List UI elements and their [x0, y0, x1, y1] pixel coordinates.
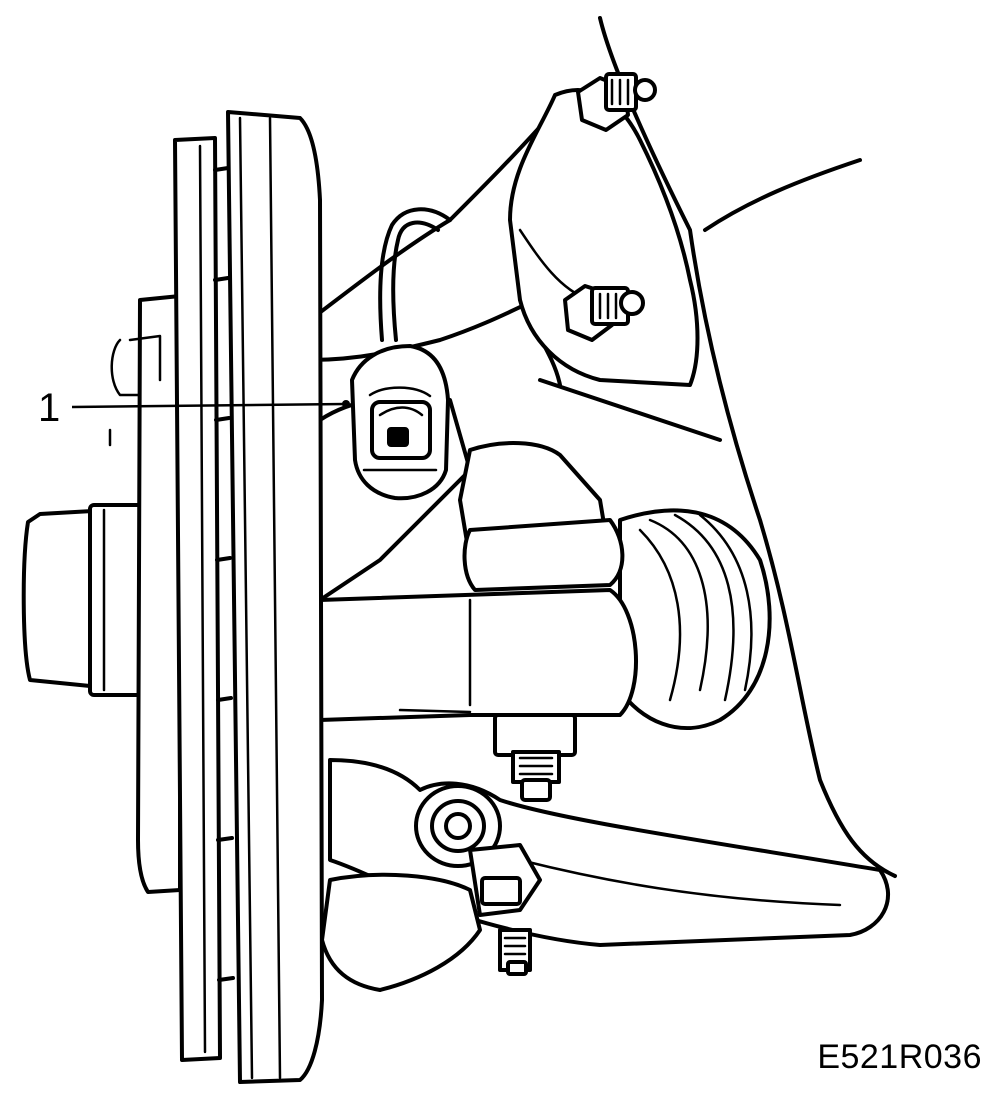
stabiliser-bushing: [414, 784, 502, 868]
cv-boot: [618, 508, 772, 730]
callout-leader: [71, 400, 350, 409]
figure-reference-code: E521R036: [817, 1038, 982, 1076]
lower-link: [320, 843, 542, 992]
middle-bolt: [563, 284, 645, 342]
wheel-hub: [21, 503, 152, 697]
brake-disc: [173, 110, 324, 1084]
callout-number-1: 1: [38, 386, 61, 430]
ball-joint-nut: [493, 713, 577, 802]
upper-bracket: [508, 88, 700, 387]
abs-sensor-cable: [378, 207, 452, 342]
brake-caliper: [108, 294, 182, 894]
abs-wheel-speed-sensor: [350, 344, 450, 501]
upper-bolt: [576, 72, 657, 132]
